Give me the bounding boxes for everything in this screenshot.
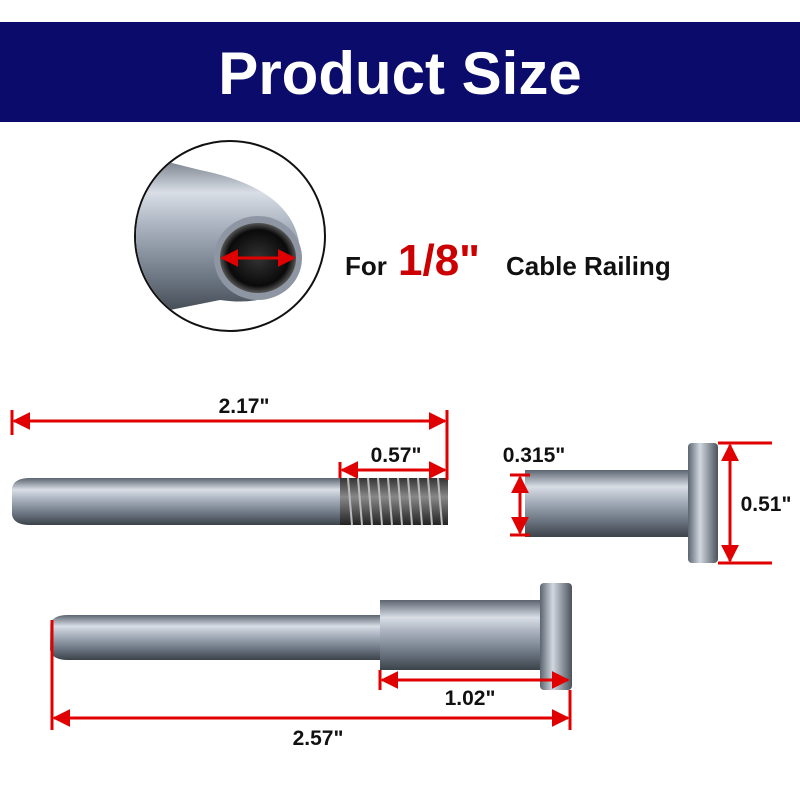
dim-thread-length: 0.57"	[371, 444, 422, 467]
dimension-lines	[10, 410, 772, 730]
threaded-pin	[12, 477, 448, 526]
dim-body-length: 1.02"	[445, 687, 496, 710]
dim-total-length: 2.57"	[293, 727, 344, 750]
header-banner	[0, 22, 800, 122]
dim-receiver-inner: 0.315"	[503, 444, 566, 467]
long-pin	[50, 583, 572, 690]
header-title: Product Size	[218, 40, 581, 107]
receiver-fitting	[525, 443, 718, 563]
dim-pin-length: 2.17"	[219, 395, 270, 418]
closeup-detail	[134, 140, 326, 332]
dim-receiver-head: 0.51"	[741, 493, 792, 516]
callout-text: For 1/8" Cable Railing	[345, 236, 671, 285]
